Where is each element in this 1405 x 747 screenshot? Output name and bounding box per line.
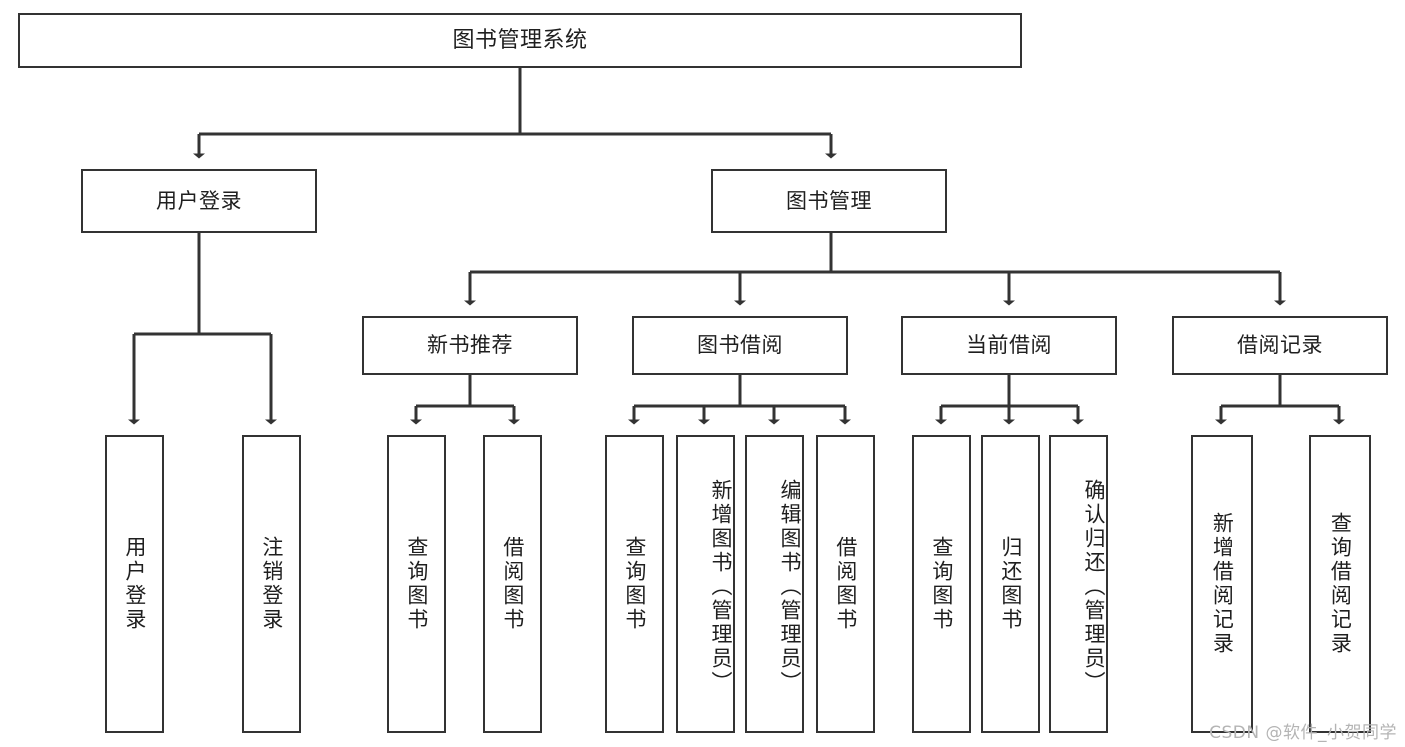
node-borrow-record[interactable]: 借阅记录 [1172, 316, 1388, 375]
node-label: 确认归还（管理员） [1082, 479, 1106, 695]
leaf-query-book-recommend[interactable]: 查询图书 [387, 435, 446, 733]
node-label: 图书管理系统 [452, 27, 588, 53]
node-new-book-recommend[interactable]: 新书推荐 [362, 316, 578, 375]
leaf-query-book-borrow[interactable]: 查询图书 [605, 435, 664, 733]
node-root-system[interactable]: 图书管理系统 [18, 13, 1022, 68]
node-label: 注销登录 [259, 536, 284, 632]
csdn-watermark: CSDN @软件_小贺同学 [1209, 723, 1397, 743]
node-label: 查询借阅记录 [1328, 512, 1353, 656]
node-current-borrow[interactable]: 当前借阅 [901, 316, 1117, 375]
node-label: 用户登录 [156, 188, 242, 213]
leaf-add-book[interactable]: 新增图书（管理员） [676, 435, 735, 733]
leaf-borrow-book-recommend[interactable]: 借阅图书 [483, 435, 542, 733]
node-user-login[interactable]: 用户登录 [81, 169, 317, 233]
node-label: 新书推荐 [427, 333, 513, 358]
leaf-edit-book[interactable]: 编辑图书（管理员） [745, 435, 804, 733]
leaf-return-book[interactable]: 归还图书 [981, 435, 1040, 733]
node-label: 查询图书 [929, 536, 954, 632]
leaf-logout-login[interactable]: 注销登录 [242, 435, 301, 733]
node-label: 借阅图书 [833, 536, 858, 632]
node-label: 查询图书 [404, 536, 429, 632]
leaf-add-borrow-record[interactable]: 新增借阅记录 [1191, 435, 1253, 733]
leaf-query-borrow-record[interactable]: 查询借阅记录 [1309, 435, 1371, 733]
node-book-borrow[interactable]: 图书借阅 [632, 316, 848, 375]
node-book-manage[interactable]: 图书管理 [711, 169, 947, 233]
node-label: 借阅记录 [1237, 333, 1323, 358]
leaf-query-book-current[interactable]: 查询图书 [912, 435, 971, 733]
node-label: 当前借阅 [966, 333, 1052, 358]
leaf-borrow-book[interactable]: 借阅图书 [816, 435, 875, 733]
node-label: 借阅图书 [500, 536, 525, 632]
node-label: 用户登录 [122, 536, 147, 632]
leaf-user-login[interactable]: 用户登录 [105, 435, 164, 733]
node-label: 图书借阅 [697, 333, 783, 358]
node-label: 图书管理 [786, 188, 872, 213]
node-label: 查询图书 [622, 536, 647, 632]
node-label: 新增借阅记录 [1210, 512, 1235, 656]
node-label: 归还图书 [998, 536, 1023, 632]
leaf-confirm-return[interactable]: 确认归还（管理员） [1049, 435, 1108, 733]
node-label: 编辑图书（管理员） [778, 479, 802, 695]
node-label: 新增图书（管理员） [709, 479, 733, 695]
